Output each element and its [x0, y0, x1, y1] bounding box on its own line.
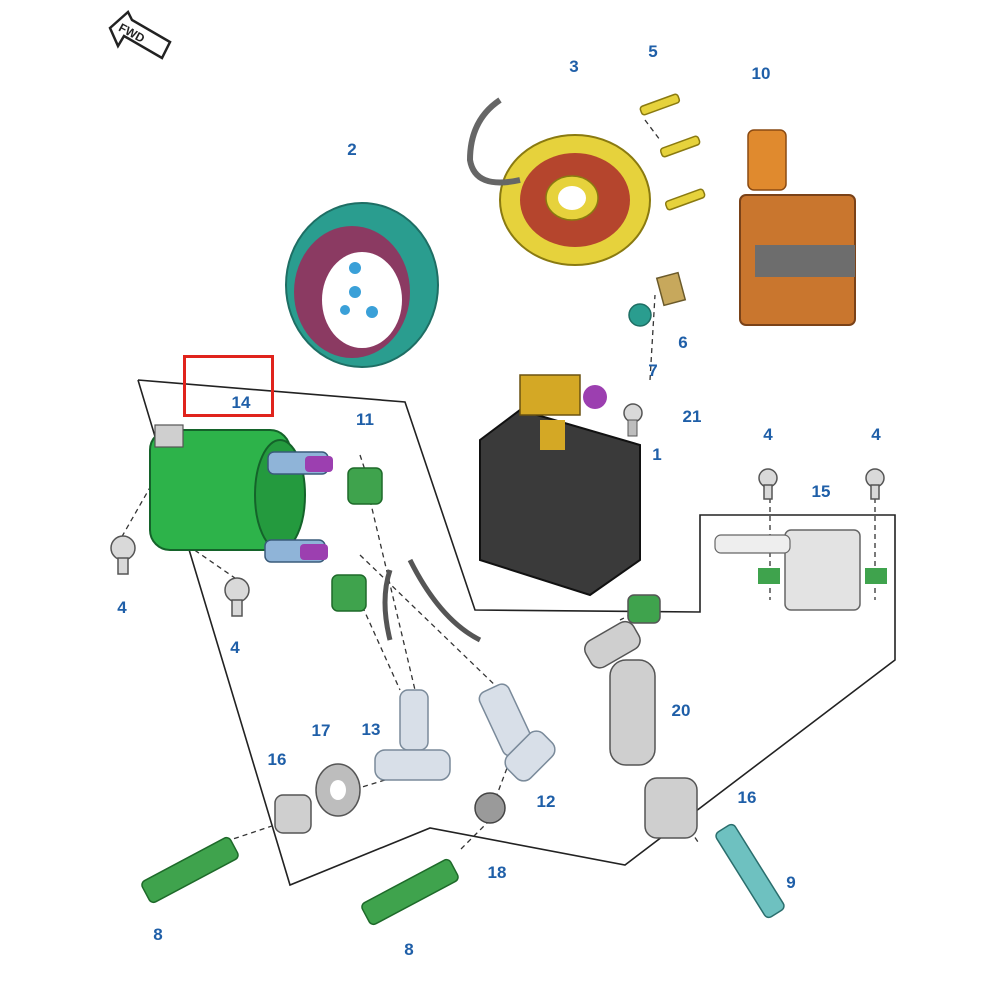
screw-part-7 [628, 303, 652, 327]
regulator-part [479, 374, 641, 597]
fwd-arrow-icon [108, 9, 172, 60]
boot-cap-part-11 [331, 467, 383, 612]
callout-2: 2 [347, 140, 357, 159]
clip-part-6 [655, 271, 687, 307]
bolt-part-4 [110, 468, 885, 617]
ignition-wire [382, 558, 482, 643]
callout-4: 4 [763, 425, 773, 444]
coil-part-15 [714, 529, 887, 611]
callout-18: 18 [487, 863, 507, 882]
callout-4: 4 [230, 638, 240, 657]
callout-14: 14 [231, 393, 251, 412]
callout-8: 8 [404, 940, 414, 959]
relay-part [739, 129, 856, 326]
callout-4: 4 [117, 598, 127, 617]
callout-16: 16 [737, 788, 757, 807]
spark-plug-part-9 [715, 823, 785, 919]
bolt-part-21 [623, 403, 643, 437]
callout-9: 9 [786, 873, 796, 892]
flywheel-part [285, 202, 439, 368]
spark-cap-part-12 [478, 683, 556, 782]
callout-4: 4 [871, 425, 881, 444]
nut-part-16-left [274, 794, 312, 834]
washer-part-17 [315, 763, 361, 817]
stator-part [466, 97, 651, 266]
assembly-outline [137, 379, 896, 887]
callout-7: 7 [648, 361, 658, 380]
callout-17: 17 [311, 721, 331, 740]
spark-cap-part-20 [584, 594, 661, 766]
callout-5: 5 [648, 42, 658, 61]
callout-16: 16 [267, 750, 287, 769]
callout-15: 15 [811, 482, 831, 501]
callout-6: 6 [678, 333, 688, 352]
callout-11: 11 [356, 410, 374, 429]
callout-8: 8 [153, 925, 163, 944]
bolt-part-5 [639, 93, 706, 211]
callout-3: 3 [569, 57, 579, 76]
nut-part-18 [474, 792, 506, 824]
callout-10: 10 [751, 64, 771, 83]
spark-cap-part-13 [374, 689, 451, 781]
callout-12: 12 [536, 792, 556, 811]
nut-part-16-right [644, 777, 698, 839]
spark-plug-part-8 [141, 836, 459, 926]
highlight-box [183, 355, 274, 417]
callout-20: 20 [671, 701, 691, 720]
ignition-coil-part [149, 424, 333, 563]
callout-13: 13 [361, 720, 381, 739]
callout-1: 1 [652, 445, 662, 464]
callout-21: 21 [682, 407, 702, 426]
